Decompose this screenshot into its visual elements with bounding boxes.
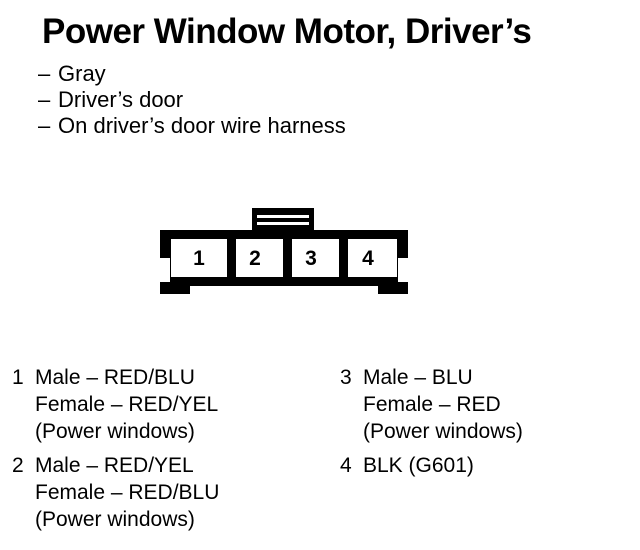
pin-circuit-note: (Power windows) — [363, 420, 523, 443]
connector-body-outline — [160, 230, 408, 294]
description-item-label: Gray — [58, 61, 106, 86]
pin-wire-male: Male – RED/BLU — [35, 366, 195, 389]
pin-entry-2: 2 Male – RED/YEL Female – RED/BLU (Power… — [12, 452, 322, 533]
terminal-number-4: 4 — [362, 247, 374, 270]
pin-number: 4 — [340, 454, 352, 477]
pin-legend-right-column: 3 Male – BLU Female – RED (Power windows… — [340, 364, 630, 486]
dash-marker-icon: – — [38, 87, 51, 112]
pin-wire-male: Male – BLU — [363, 366, 473, 389]
pin-entry-3: 3 Male – BLU Female – RED (Power windows… — [340, 364, 630, 445]
terminal-number-3: 3 — [305, 247, 317, 270]
pin-circuit-note: (Power windows) — [35, 420, 195, 443]
dash-marker-icon: – — [38, 61, 51, 86]
pin-entry-1: 1 Male – RED/BLU Female – RED/YEL (Power… — [12, 364, 322, 445]
description-item-location: – Driver’s door — [38, 87, 458, 113]
pin-wire-female: Female – RED/BLU — [35, 481, 220, 504]
pin-number: 3 — [340, 366, 352, 389]
page-title: Power Window Motor, Driver’s — [42, 12, 532, 51]
pin-number: 1 — [12, 366, 24, 389]
terminal-number-2: 2 — [249, 247, 261, 270]
pin-legend-left-column: 1 Male – RED/BLU Female – RED/YEL (Power… — [12, 364, 322, 540]
pin-wire-female: Female – RED — [363, 393, 501, 416]
pin-entry-4: 4 BLK (G601) — [340, 452, 630, 479]
connector-diagram: 1 2 3 4 — [150, 198, 420, 313]
description-item-color: – Gray — [38, 61, 458, 87]
description-item-harness: – On driver’s door wire harness — [38, 113, 458, 139]
pin-wire-female: Female – RED/YEL — [35, 393, 219, 416]
connector-terminal-dividers — [227, 239, 348, 277]
terminal-number-1: 1 — [193, 247, 205, 270]
dash-marker-icon: – — [38, 113, 51, 138]
connector-locking-tab-icon — [252, 208, 314, 232]
pin-wire-ground: BLK (G601) — [363, 454, 474, 477]
connector-description-list: – Gray – Driver’s door – On driver’s doo… — [38, 61, 458, 139]
pin-circuit-note: (Power windows) — [35, 508, 195, 531]
description-item-label: Driver’s door — [58, 87, 184, 112]
description-item-label: On driver’s door wire harness — [58, 113, 346, 138]
pin-wire-male: Male – RED/YEL — [35, 454, 194, 477]
pin-number: 2 — [12, 454, 24, 477]
